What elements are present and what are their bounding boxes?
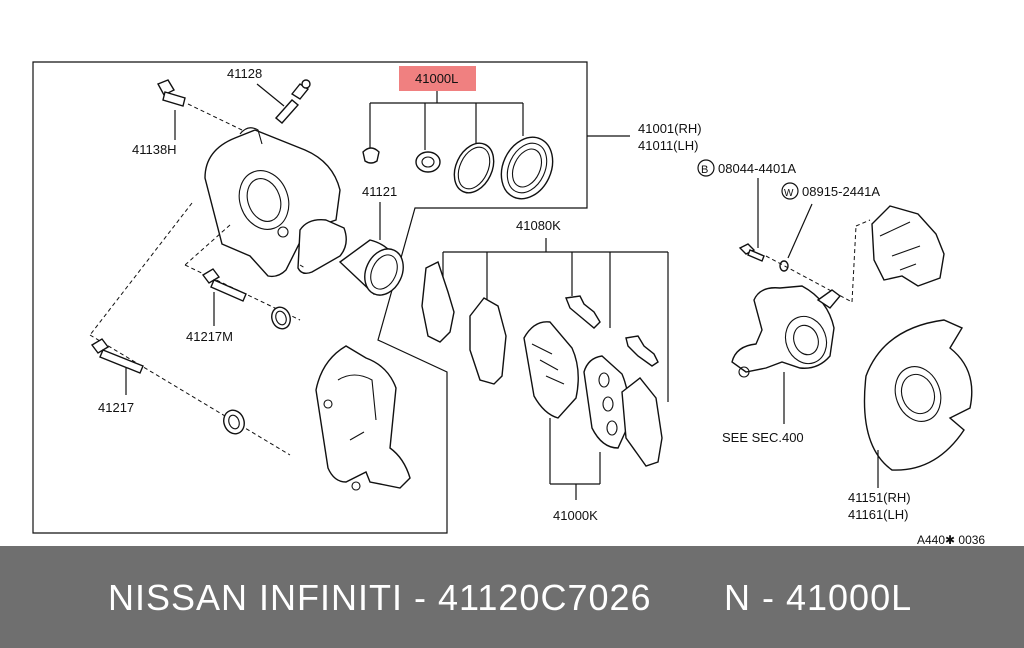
label-08915[interactable]: 08915-2441A — [802, 184, 880, 199]
caliper-piston-icon — [338, 239, 404, 296]
label-08044[interactable]: 08044-4401A — [718, 161, 796, 176]
piston-seal-icon — [453, 142, 495, 194]
bolt-dash-line — [187, 103, 243, 131]
label-see-sec[interactable]: SEE SEC.400 — [722, 430, 804, 445]
label-41138H[interactable]: 41138H — [132, 142, 177, 157]
pin-boot-lower-icon — [223, 409, 245, 435]
splash-guard-icon — [863, 319, 973, 471]
leader-08915 — [787, 203, 813, 259]
diagram-reference-code: A440✱ 0036 — [917, 533, 985, 546]
footer-oem-number: NISSAN INFINITI - 41120C7026 — [108, 577, 652, 618]
label-highlight-41000L — [399, 66, 476, 91]
label-41128[interactable]: 41128 — [227, 66, 262, 81]
leader-41000L — [369, 91, 524, 150]
label-41000K[interactable]: 41000K — [553, 508, 598, 523]
leader-41000K — [549, 418, 601, 500]
label-41080K[interactable]: 41080K — [516, 218, 561, 233]
guide-pin-short-icon — [201, 268, 247, 302]
pad-clip-lower-icon — [625, 335, 659, 367]
caliper-bracket-icon — [315, 345, 411, 491]
label-41151[interactable]: 41151(RH) — [848, 490, 911, 505]
caliper-body-icon — [204, 127, 347, 278]
bushing-icon — [415, 151, 441, 173]
pad-shim-left-icon — [421, 261, 455, 343]
label-41001[interactable]: 41001(RH) — [638, 121, 702, 136]
label-41000L[interactable]: 41000L — [415, 71, 458, 86]
circle-W-icon — [781, 182, 799, 200]
dust-boot-small-icon — [362, 147, 380, 164]
knuckle-dash-lines — [765, 219, 871, 303]
brake-pad-outer-icon — [523, 321, 579, 419]
label-W: W — [784, 188, 794, 199]
circle-B-icon — [697, 159, 715, 177]
footer-kit-number: N - 41000L — [724, 577, 913, 618]
leader-41128 — [256, 83, 285, 107]
caliper-bolt-icon — [157, 79, 186, 107]
part-number-footer: NISSAN INFINITI - 41120C7026 N - 41000L — [0, 546, 1024, 648]
piston-boot-icon — [500, 136, 554, 200]
pin-boot-upper-icon — [271, 306, 291, 330]
label-41217M[interactable]: 41217M — [186, 329, 233, 344]
guide-pin-long-icon — [90, 338, 144, 374]
hex-bolt-icon — [738, 243, 765, 262]
label-41161[interactable]: 41161(LH) — [848, 507, 908, 522]
pad-clip-upper-icon — [565, 295, 601, 329]
steering-knuckle-icon — [731, 285, 842, 378]
caliper-small-icon — [871, 205, 945, 287]
caliper-dash-lines — [89, 202, 306, 456]
pad-shim-inner-icon — [469, 297, 507, 385]
caliper-assembly-frame — [32, 61, 588, 534]
label-41011[interactable]: 41011(LH) — [638, 138, 698, 153]
leader-41080K — [442, 238, 669, 402]
pad-backing-shim-icon — [621, 377, 663, 467]
label-41217[interactable]: 41217 — [98, 400, 134, 415]
brake-caliper-parts-diagram: 41000L 41001(RH) 41011(LH) 41128 41138H — [32, 61, 985, 546]
label-41121[interactable]: 41121 — [362, 184, 397, 199]
bleeder-screw-icon — [274, 79, 311, 124]
washer-icon — [779, 260, 789, 272]
label-B: B — [701, 164, 708, 176]
